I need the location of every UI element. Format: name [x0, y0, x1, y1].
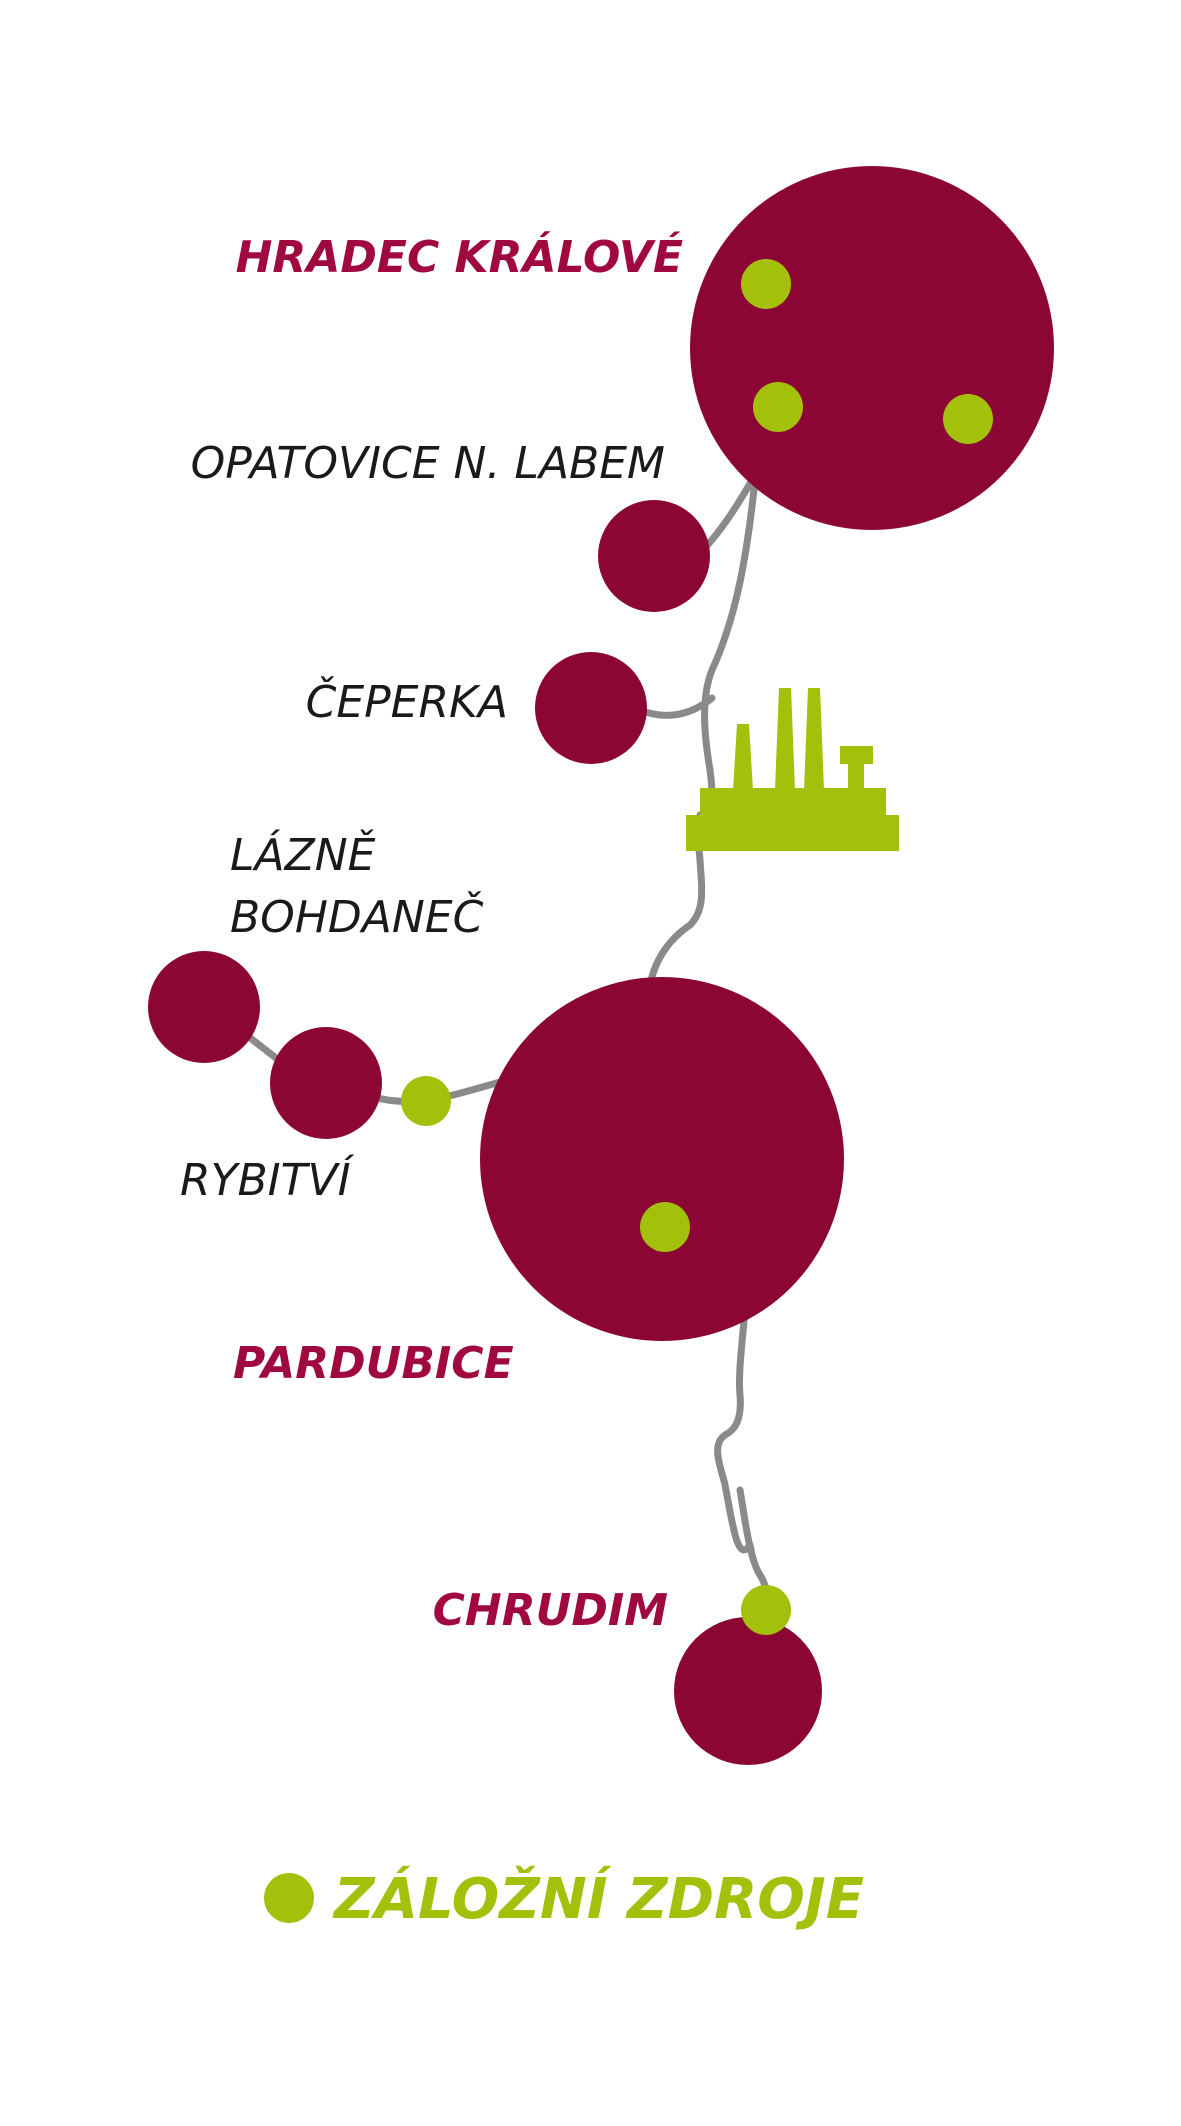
legend: ZÁLOŽNÍ ZDROJE	[264, 1866, 864, 1932]
factory-chimney-3	[804, 688, 824, 790]
city-chrudim	[674, 1617, 822, 1765]
label-hradec-kralove: HRADEC KRÁLOVÉ	[236, 230, 683, 283]
factory-chimney-2	[775, 688, 795, 790]
city-rybitvi	[270, 1027, 382, 1139]
factory-icon	[686, 688, 899, 851]
backup-source-dot-icon	[753, 382, 803, 432]
label-chrudim: CHRUDIM	[433, 1585, 668, 1636]
city-opatovice	[598, 500, 710, 612]
factory-stack-top	[840, 746, 873, 764]
legend-backup-dot-icon	[264, 1873, 314, 1923]
label-lazne-bohdanec-line1: LÁZNĚ	[230, 828, 376, 881]
labels: HRADEC KRÁLOVÉ OPATOVICE N. LABEM ČEPERK…	[180, 230, 683, 1636]
backup-source-dot-icon	[640, 1202, 690, 1252]
label-lazne-bohdanec-line2: BOHDANEČ	[230, 890, 484, 943]
backup-source-dot-icon	[741, 259, 791, 309]
factory-stack-stem	[848, 762, 864, 790]
factory-base	[686, 815, 899, 851]
label-pardubice: PARDUBICE	[233, 1338, 514, 1389]
city-lazne-bohdanec	[148, 951, 260, 1063]
label-opatovice: OPATOVICE N. LABEM	[191, 438, 665, 489]
factory-chimney-1	[733, 724, 753, 790]
factory-body-left	[700, 788, 880, 818]
label-rybitvi: RYBITVÍ	[180, 1153, 355, 1206]
pipeline-ceperka-branch	[636, 694, 716, 719]
backup-source-dot-icon	[401, 1076, 451, 1126]
city-hradec-kralove	[690, 166, 1054, 530]
cities	[148, 166, 1054, 1765]
backup-sources	[401, 259, 993, 1635]
backup-source-dot-icon	[943, 394, 993, 444]
label-ceperka: ČEPERKA	[306, 675, 508, 728]
city-ceperka	[535, 652, 647, 764]
city-pardubice	[480, 977, 844, 1341]
factory-body-right	[878, 788, 886, 818]
backup-source-dot-icon	[741, 1585, 791, 1635]
legend-backup-label: ZÁLOŽNÍ ZDROJE	[332, 1866, 864, 1932]
